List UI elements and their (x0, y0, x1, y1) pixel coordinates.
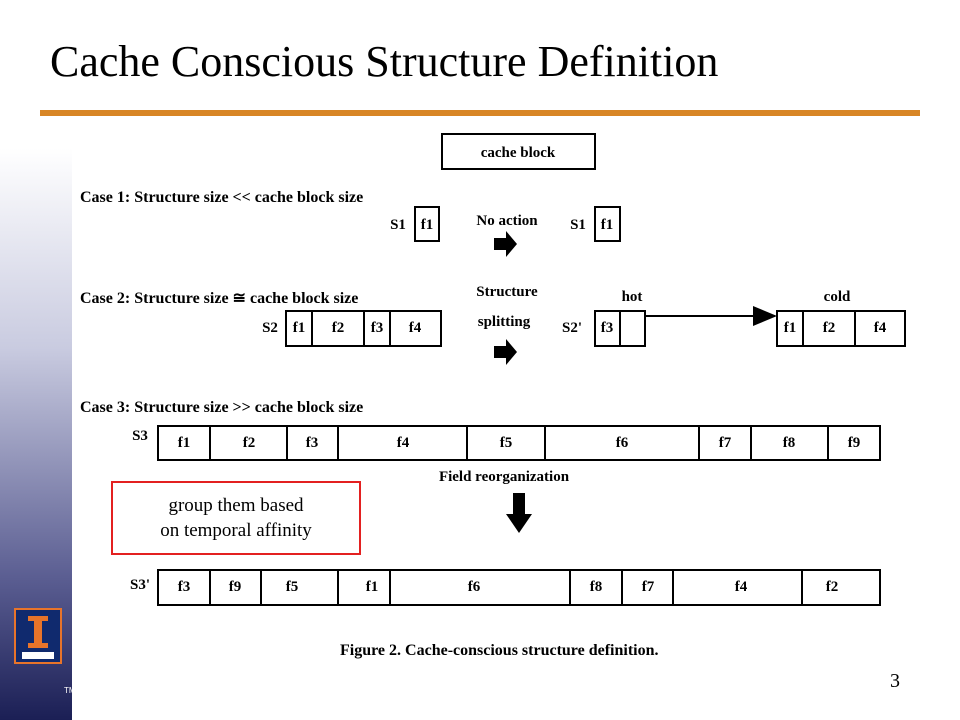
case3-result-field: f6 (468, 579, 481, 595)
case3-result-field: f3 (178, 579, 191, 595)
case2-action-line2: splitting (478, 314, 531, 330)
cache-block-box (441, 133, 596, 170)
case3-result-fields: f3 f9 f5 f1 f6 f8 f7 f4 f2 (157, 569, 881, 606)
annotation-line: on temporal affinity (160, 520, 312, 541)
case2-cold-field: f1 (784, 320, 797, 336)
university-logo (14, 608, 62, 664)
annotation-line: group them based (168, 495, 304, 516)
case2-field: f2 (332, 320, 345, 336)
case2-cold-field: f4 (874, 320, 887, 336)
case3-result-field: f5 (286, 579, 299, 595)
case2-struct-fields: f1 f2 f3 f4 (285, 310, 442, 347)
case1-result-field: f1 (601, 217, 614, 233)
case3-result-field: f7 (642, 579, 655, 595)
case1-struct-label: S1 (390, 217, 406, 233)
slide-title: Cache Conscious Structure Definition (50, 37, 719, 86)
case2-field: f1 (293, 320, 306, 336)
cache-block-label: cache block (481, 145, 556, 161)
figure-caption: Figure 2. Cache-conscious structure defi… (340, 642, 659, 659)
page-number: 3 (890, 670, 900, 692)
case2-field: f3 (371, 320, 384, 336)
case3-result-field: f1 (366, 579, 379, 595)
case2-heading: Case 2: Structure size ≅ cache block siz… (80, 290, 358, 307)
case3-result-label: S3' (130, 577, 150, 593)
case2-hot-field: f3 (601, 320, 614, 336)
trademark-mark: TM (64, 686, 76, 695)
case3-struct-fields: f1 f2 f3 f4 f5 f6 f7 f8 f9 (157, 425, 881, 461)
case1-result-box (594, 206, 621, 242)
case3-arrow-icon (506, 493, 532, 533)
case3-result-field: f4 (735, 579, 748, 595)
case3-result-field: f9 (229, 579, 242, 595)
case3-heading: Case 3: Structure size >> cache block si… (80, 399, 363, 416)
case3-field: f7 (719, 435, 732, 451)
title-rule (40, 110, 920, 116)
case2-arrow-icon (494, 339, 517, 365)
case3-field: f5 (500, 435, 513, 451)
case3-field: f9 (848, 435, 861, 451)
case2-cold-fields: f1 f2 f4 (776, 310, 906, 347)
case2-field: f4 (409, 320, 422, 336)
case3-field: f6 (616, 435, 629, 451)
case3-struct-label: S3 (132, 428, 148, 444)
case3-field: f3 (306, 435, 319, 451)
case2-struct-label: S2 (262, 320, 278, 336)
case3-result-field: f8 (590, 579, 603, 595)
case1-action: No action (476, 213, 538, 229)
annotation-note: group them based on temporal affinity (111, 481, 361, 555)
case2-cold-label: cold (824, 289, 851, 305)
case1-field: f1 (421, 217, 434, 233)
case3-result-field: f2 (826, 579, 839, 595)
case3-action: Field reorganization (439, 469, 570, 485)
case2-action-line1: Structure (476, 284, 538, 300)
case3-field: f8 (783, 435, 796, 451)
case1-arrow-icon (494, 231, 517, 257)
case3-field: f1 (178, 435, 191, 451)
case1-heading: Case 1: Structure size << cache block si… (80, 189, 363, 206)
case2-hot-struct-label: S2' (562, 320, 582, 336)
case3-field: f2 (243, 435, 256, 451)
case1-field-box (414, 206, 440, 242)
case2-cold-field: f2 (823, 320, 836, 336)
case2-hot-label: hot (622, 289, 643, 305)
case1-result-label: S1 (570, 217, 586, 233)
case2-hot-fields: f3 (594, 310, 646, 347)
case3-field: f4 (397, 435, 410, 451)
figure: cache block Case 1: Structure size << ca… (72, 125, 912, 670)
